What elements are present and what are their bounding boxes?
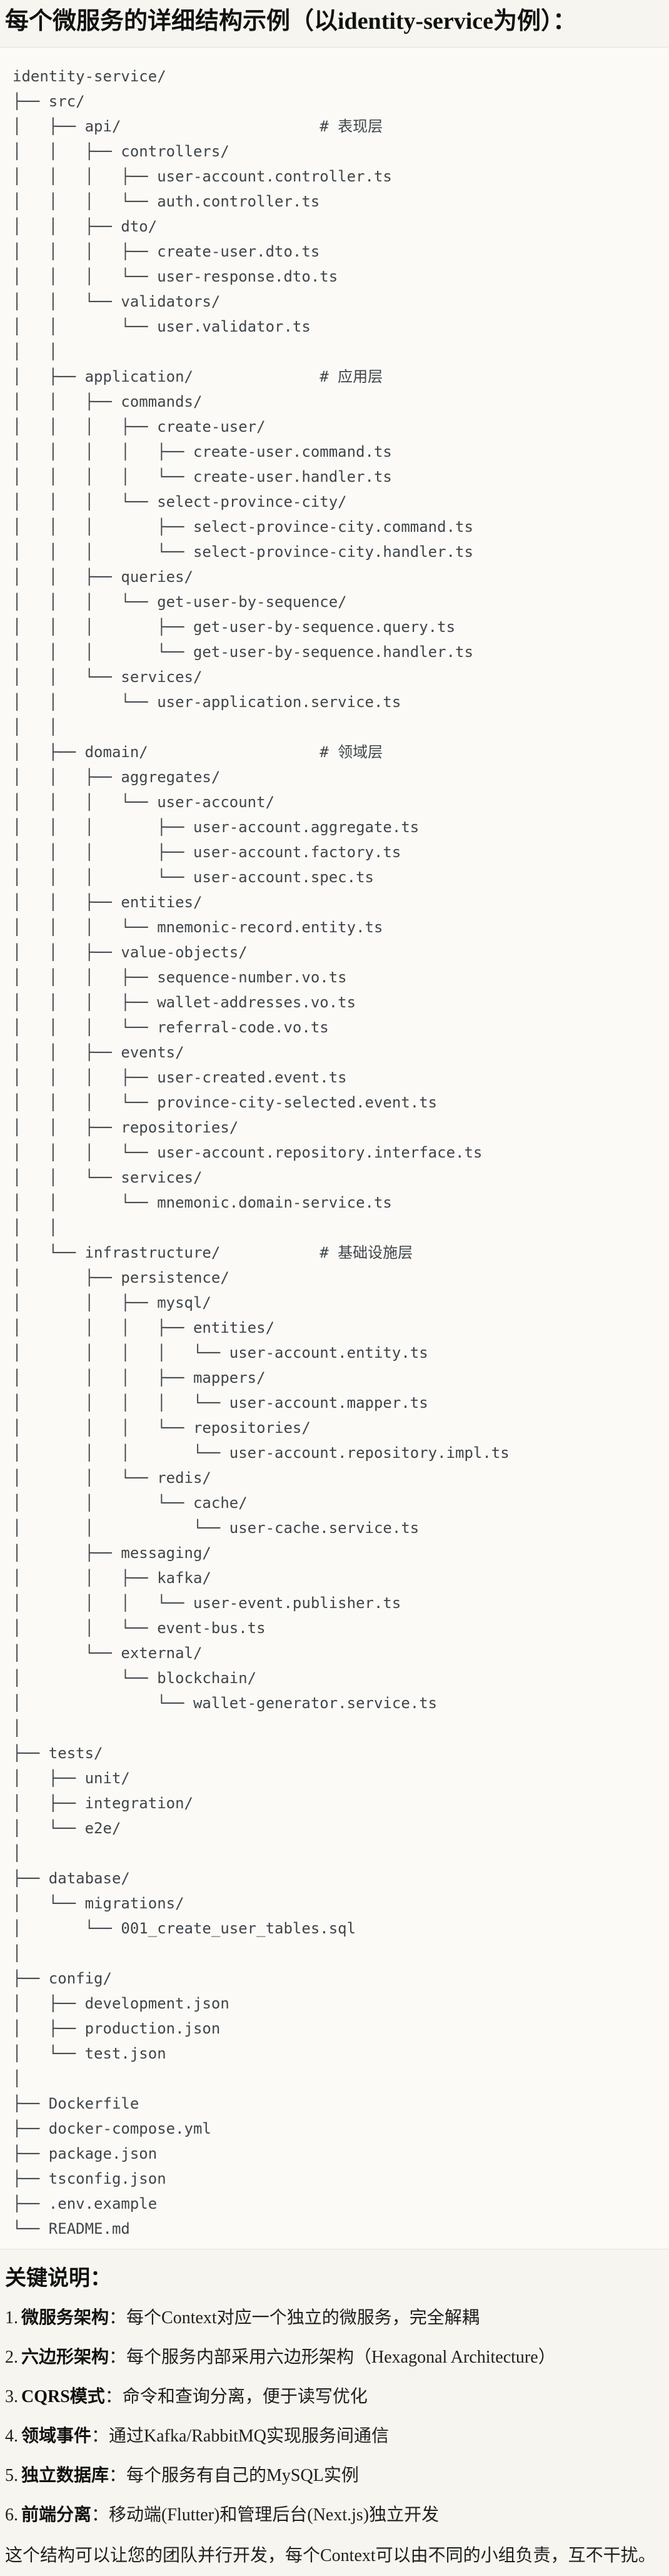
note-item-label: 领域事件 xyxy=(21,2426,92,2446)
note-item-label: 微服务架构 xyxy=(21,2308,109,2328)
note-item-separator: ： xyxy=(91,2505,109,2525)
note-item-text: 通过Kafka/RabbitMQ实现服务间通信 xyxy=(109,2426,389,2446)
closing-paragraph: 这个结构可以让您的团队并行开发，每个Context可以由不同的小组负责，互不干扰… xyxy=(5,2546,656,2565)
note-item-separator: ： xyxy=(91,2426,109,2446)
note-item-number: 5. xyxy=(5,2466,18,2485)
note-item-number: 2. xyxy=(5,2348,18,2367)
note-item-number: 4. xyxy=(5,2426,18,2446)
code-block: identity-service/ ├── src/ │ ├── api/ # … xyxy=(0,47,669,2249)
note-item-separator: ： xyxy=(104,2387,123,2406)
note-item-label: 前端分离 xyxy=(21,2505,92,2525)
note-item-text: 每个服务内部采用六边形架构（Hexagonal Architecture） xyxy=(126,2348,556,2367)
note-item: 3.CQRS模式：命令和查询分离，便于读写优化 xyxy=(5,2377,664,2416)
note-item-text: 每个服务有自己的MySQL实例 xyxy=(126,2466,359,2485)
note-item: 6.前端分离：移动端(Flutter)和管理后台(Next.js)独立开发 xyxy=(5,2495,664,2535)
note-item-text: 移动端(Flutter)和管理后台(Next.js)独立开发 xyxy=(109,2505,440,2525)
note-item: 4.领域事件：通过Kafka/RabbitMQ实现服务间通信 xyxy=(5,2416,664,2456)
note-item-label: 六边形架构 xyxy=(21,2348,109,2367)
note-item-number: 3. xyxy=(5,2387,18,2406)
file-tree: identity-service/ ├── src/ │ ├── api/ # … xyxy=(13,68,510,2237)
note-item-label: CQRS模式 xyxy=(21,2387,105,2406)
note-item-label: 独立数据库 xyxy=(21,2466,109,2485)
note-item: 1.微服务架构：每个Context对应一个独立的微服务，完全解耦 xyxy=(5,2298,664,2338)
page-title: 每个微服务的详细结构示例（以identity-service为例）： xyxy=(5,8,577,34)
key-notes-section: 关键说明： 1.微服务架构：每个Context对应一个独立的微服务，完全解耦 2… xyxy=(0,2249,669,2571)
note-item-separator: ： xyxy=(109,2348,127,2367)
note-item: 2.六边形架构：每个服务内部采用六边形架构（Hexagonal Architec… xyxy=(5,2338,664,2377)
note-item-text: 每个Context对应一个独立的微服务，完全解耦 xyxy=(126,2308,480,2328)
note-item: 5.独立数据库：每个服务有自己的MySQL实例 xyxy=(5,2456,664,2495)
note-item-separator: ： xyxy=(109,2466,127,2485)
key-notes-heading: 关键说明： xyxy=(5,2267,111,2290)
note-item-separator: ： xyxy=(109,2308,127,2328)
note-item-number: 6. xyxy=(5,2505,18,2525)
note-item-text: 命令和查询分离，便于读写优化 xyxy=(122,2387,368,2406)
note-item-number: 1. xyxy=(5,2308,18,2328)
